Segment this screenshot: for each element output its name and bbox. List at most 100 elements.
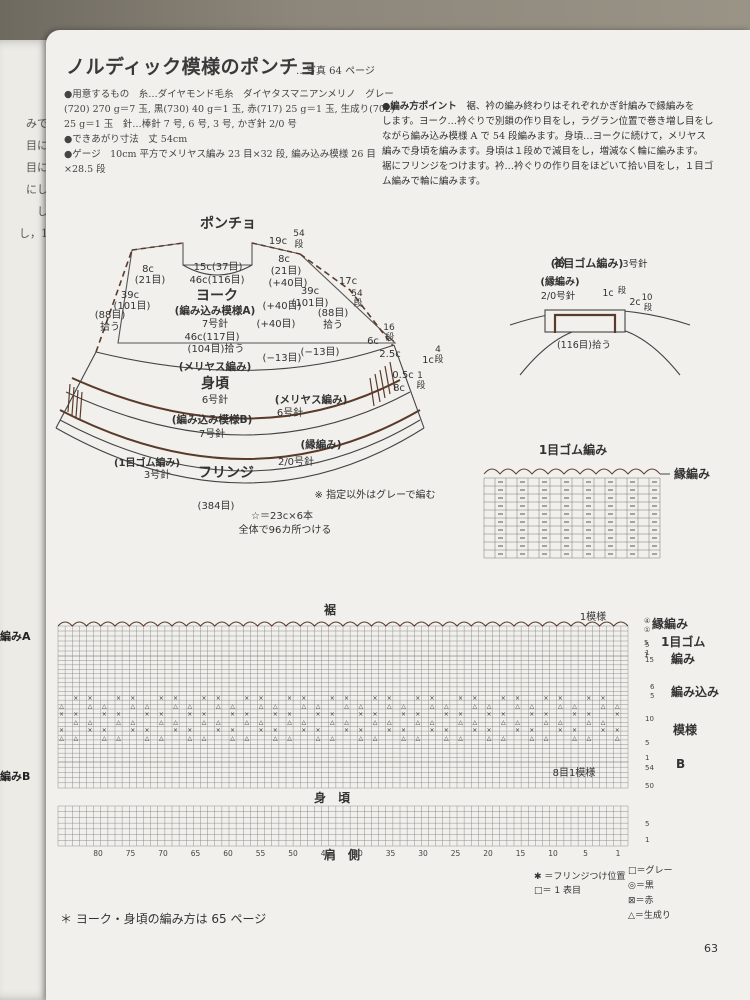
small-mark: ④	[644, 617, 650, 625]
pattern-symbol: △	[544, 719, 549, 726]
dim-label: (−13目)	[263, 353, 302, 364]
dim-label: 46c(116目)	[189, 275, 244, 286]
column-number: 35	[386, 849, 396, 858]
pattern-symbol: △	[473, 703, 478, 710]
main-chart: 裾 1模様 ××××××××××××××××××××××××××△△△△△△△△…	[57, 602, 719, 862]
pattern-symbol: △	[373, 735, 378, 742]
body-pattern-label: (メリヤス編み)	[179, 360, 252, 373]
pattern-symbol: ×	[273, 711, 278, 718]
side-label: 編み	[671, 651, 695, 666]
small-mark: ①	[644, 626, 650, 634]
chart-bottom-label: 肩 側	[324, 847, 360, 862]
needle-label: 7号針	[199, 427, 225, 440]
pattern-symbol: ×	[173, 727, 178, 734]
pattern-symbol: ×	[358, 711, 363, 718]
pattern-symbol: ×	[586, 711, 591, 718]
needle-label: 3号針	[622, 258, 648, 270]
materials-line: ●用意するもの 糸…ダイヤモンド毛糸 ダイヤタスマニアンメリノ グレー	[64, 89, 394, 100]
pattern-symbol: ×	[287, 695, 292, 702]
pattern-symbol: ×	[316, 727, 321, 734]
body-label: 身頃	[201, 375, 230, 392]
pattern-symbol: △	[116, 735, 121, 742]
legend-item: ✱ ＝フリンジつけ位置	[534, 872, 626, 882]
pattern-symbol: ×	[202, 695, 207, 702]
pattern-symbol: △	[416, 735, 421, 742]
row-number: 5	[645, 641, 649, 649]
dim-label: 段	[385, 331, 394, 343]
left-page-edge: みで 目に 目に にし し し，1 編みA 編みB	[0, 40, 52, 1000]
pattern-symbol: △	[387, 719, 392, 726]
pattern-symbol: △	[273, 703, 278, 710]
dim-label: 拾う	[323, 318, 343, 331]
pattern-symbol: △	[530, 735, 535, 742]
pattern-symbol: △	[416, 719, 421, 726]
book-page	[46, 30, 750, 1000]
page-title: ノルディック模様のポンチョ	[66, 56, 319, 78]
pattern-symbol: ×	[615, 711, 620, 718]
pattern-symbol: △	[572, 735, 577, 742]
yoke-right-dash	[299, 253, 394, 347]
pattern-symbol: △	[515, 703, 520, 710]
pattern-symbol: △	[344, 719, 349, 726]
collar-inner	[553, 313, 617, 333]
pattern-symbol: △	[330, 719, 335, 726]
pattern-symbol: ×	[387, 727, 392, 734]
column-number: 65	[191, 849, 201, 858]
pattern-symbol: △	[401, 703, 406, 710]
points-line: ながら編み込み模様 A で 54 段編みます。身頃…ヨークに続けて，メリヤス	[382, 131, 706, 142]
dim-label: 段	[416, 379, 425, 391]
pattern-symbol: △	[558, 703, 563, 710]
dim-label: 17c	[339, 276, 357, 287]
small-mark: 5	[644, 639, 648, 647]
pattern-symbol: ×	[501, 695, 506, 702]
pattern-symbol: △	[615, 735, 620, 742]
pattern-symbol: △	[387, 703, 392, 710]
left-page-fragment: 目に	[26, 139, 48, 152]
pattern-symbol: ×	[572, 711, 577, 718]
collar-band	[544, 309, 626, 333]
chart-top-edge	[57, 621, 629, 627]
dim-label: 1c	[422, 355, 434, 366]
stitch-label: (縁編み)	[540, 275, 579, 288]
materials-line: (720) 270 g＝7 玉, 黒(730) 40 g＝1 玉, 赤(717)…	[64, 104, 395, 115]
pattern-symbol: ×	[145, 711, 150, 718]
yoke-pattern-label: (編み込み模様A)	[175, 304, 256, 317]
pattern-symbol: △	[458, 735, 463, 742]
pattern-symbol: ×	[130, 727, 135, 734]
pattern-symbol: △	[131, 719, 136, 726]
pattern-symbol: ×	[88, 695, 93, 702]
pattern-symbol: ×	[430, 695, 435, 702]
dim-label: 39c	[301, 286, 319, 297]
collar-title: 衿	[554, 255, 566, 270]
column-number: 75	[126, 849, 136, 858]
dim-label: (101目)	[114, 301, 151, 312]
body-arc-6	[55, 427, 425, 484]
pattern-symbol: ×	[472, 727, 477, 734]
pattern-symbol: △	[487, 703, 492, 710]
needle-label: 2/0号針	[278, 455, 314, 468]
pattern-symbol: ×	[373, 695, 378, 702]
pattern-symbol: △	[116, 719, 121, 726]
collar-arc	[182, 264, 253, 276]
pattern-symbol: △	[245, 719, 250, 726]
pattern-symbol: ×	[316, 711, 321, 718]
dim-label: 段	[434, 353, 443, 365]
pattern-symbol: △	[88, 703, 93, 710]
pattern-symbol: △	[88, 719, 93, 726]
pattern-symbol: △	[587, 719, 592, 726]
pattern-symbol: ×	[159, 711, 164, 718]
points-line: 裾、衿の編み終わりはそれぞれかぎ針編みで縁編みを	[466, 101, 695, 112]
pattern-symbol: ×	[529, 711, 534, 718]
pattern-symbol: △	[373, 719, 378, 726]
pattern-symbol: ×	[187, 711, 192, 718]
needle-label: 7号針	[202, 317, 228, 330]
body-arc-5	[59, 419, 421, 472]
pattern-symbol: △	[173, 719, 178, 726]
pattern-symbol: ×	[230, 727, 235, 734]
side-label: B	[676, 757, 685, 771]
pattern-symbol: ×	[73, 711, 78, 718]
legend-item: △＝生成り	[628, 911, 671, 921]
pattern-symbol: △	[74, 735, 79, 742]
